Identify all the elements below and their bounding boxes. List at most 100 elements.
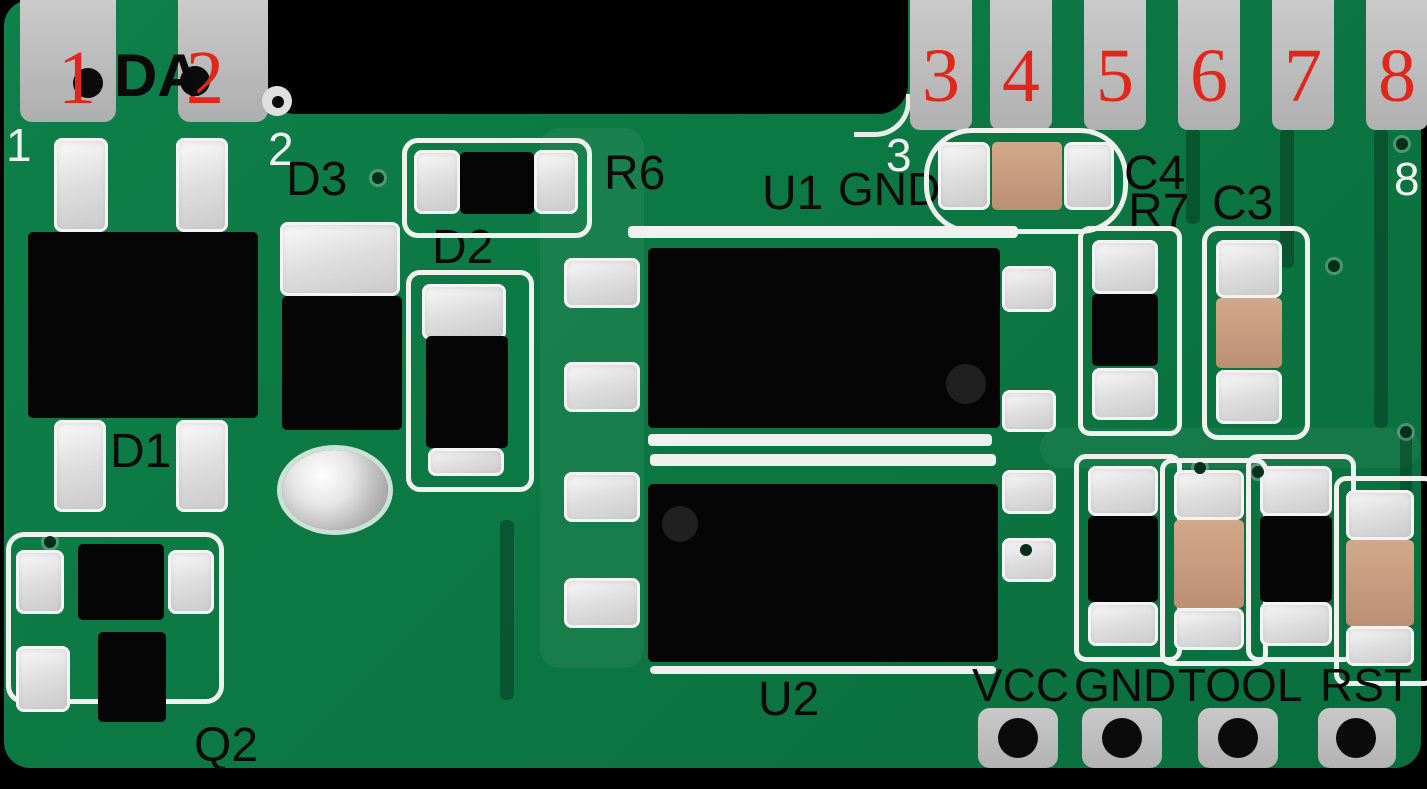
copper-trace: [1186, 128, 1200, 224]
board-top-notch: [266, 0, 908, 114]
pin8-pad: 8: [1366, 0, 1427, 130]
d3-body: [282, 296, 402, 430]
resistor-pad: [1260, 466, 1332, 516]
u1-silkscreen-line: [628, 226, 1018, 238]
via: [1020, 544, 1032, 556]
via: [372, 172, 384, 184]
pin4-pad: 4: [990, 0, 1052, 130]
silkscreen-2: 2: [268, 123, 294, 175]
r6-outline: [402, 138, 592, 238]
c3-end-cap: [1216, 370, 1282, 424]
r6-pad: [414, 150, 460, 214]
u2-pad: [1002, 470, 1056, 514]
copper-trace: [1280, 128, 1294, 268]
d1-pad: [54, 420, 106, 512]
via: [44, 536, 56, 548]
c3-label: C3: [1212, 177, 1274, 230]
gnd-top-label: GND: [838, 163, 941, 215]
u1-pad: [564, 258, 640, 308]
q2-pad: [168, 550, 214, 614]
d2-outline: [406, 270, 534, 492]
u1-label: U1: [762, 167, 824, 220]
via: [1328, 260, 1340, 272]
u2-label: U2: [758, 673, 820, 726]
capacitor-outline: [1334, 476, 1427, 686]
u1-pin1-dot: [946, 364, 986, 404]
c3-outline: [1202, 226, 1310, 440]
via: [1252, 466, 1264, 478]
capacitor-end-cap: [1346, 490, 1414, 540]
r6-pad: [534, 150, 578, 214]
pin8-number: 8: [1378, 34, 1416, 118]
rst-hole: [1336, 718, 1376, 758]
gnd-hole: [1102, 718, 1142, 758]
d3-pad: [280, 222, 400, 296]
u2-pin1-dot: [662, 506, 698, 542]
via-hole: [272, 96, 284, 108]
via: [1400, 426, 1412, 438]
pin5-pad: 5: [1084, 0, 1146, 130]
d2-pad: [422, 284, 506, 340]
r6-body: [460, 152, 534, 214]
r7-outline: [1078, 226, 1182, 436]
pin5-number: 5: [1096, 34, 1134, 118]
d1-pad: [176, 420, 228, 512]
tool-hole: [1218, 718, 1258, 758]
pin2-hole: [180, 66, 210, 96]
d2-pad: [428, 448, 504, 476]
resistor-body: [1260, 516, 1332, 602]
copper-trace: [500, 520, 514, 700]
c4-outline: [924, 128, 1128, 234]
d3-label: D3: [286, 153, 348, 206]
pin7-pad: 7: [1272, 0, 1334, 130]
c4-label: C4: [1124, 147, 1186, 200]
d2-body: [426, 336, 508, 448]
pin1-number: 1: [58, 36, 96, 120]
r7-body: [1092, 294, 1158, 366]
silkscreen-3: 3: [886, 129, 912, 181]
pin4-number: 4: [1002, 34, 1040, 118]
resistor-pad: [1088, 466, 1158, 516]
q2-label: Q2: [194, 719, 259, 772]
q2-body: [78, 544, 164, 620]
u2-pad: [564, 472, 640, 522]
silkscreen-1: 1: [6, 119, 32, 171]
capacitor-body: [1174, 520, 1244, 608]
u1-body: [648, 248, 1000, 428]
pin3-number: 3: [922, 34, 960, 118]
da-label: DA: [114, 42, 201, 109]
q2-body-lower: [98, 632, 166, 722]
vcc-hole: [998, 718, 1038, 758]
u1-pad: [1002, 266, 1056, 312]
tool-label: TOOL: [1178, 659, 1303, 711]
pin6-number: 6: [1190, 34, 1228, 118]
c3-end-cap: [1216, 240, 1282, 298]
r7-pad: [1092, 368, 1158, 420]
pin6-pad: 6: [1178, 0, 1240, 130]
resistor-body: [1088, 516, 1158, 602]
d2-label: D2: [432, 221, 494, 274]
pin2-number: 2: [186, 36, 224, 120]
r7-pad: [1092, 240, 1158, 294]
q2-pad: [16, 646, 70, 712]
u2-silkscreen-line: [650, 666, 996, 674]
silkscreen-8: 8: [1394, 153, 1420, 205]
gnd-bottom-label: GND: [1074, 659, 1177, 711]
pin1-pad: [20, 0, 116, 122]
c4-body: [992, 142, 1062, 210]
capacitor-end-cap: [1174, 470, 1244, 520]
pin7-number: 7: [1284, 34, 1322, 118]
capacitor-end-cap: [1346, 626, 1414, 666]
d3-solder-dome: [282, 450, 388, 530]
via: [1194, 462, 1206, 474]
copper-trace: [1374, 128, 1388, 428]
pin1-hole: [73, 68, 103, 98]
vcc-label: VCC: [972, 659, 1070, 711]
u1-pad: [564, 362, 640, 412]
r6-label: R6: [604, 147, 666, 200]
q2-pad: [16, 550, 64, 614]
c3-body: [1216, 298, 1282, 368]
u2-silkscreen-line: [650, 454, 996, 466]
d1-pad: [176, 138, 228, 232]
